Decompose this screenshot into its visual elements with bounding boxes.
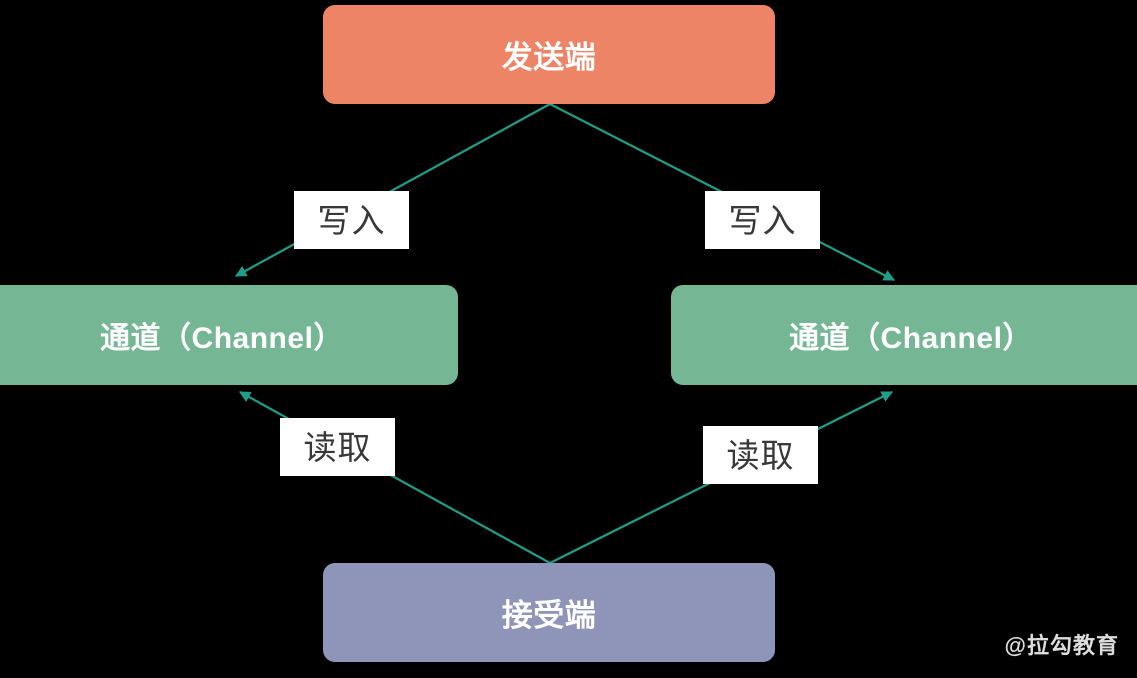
edge-label-write-left: 写入 [294,191,409,249]
node-sender-label: 发送端 [501,40,597,75]
watermark: @拉勾教育 [1004,633,1119,658]
edge-sender-to-channel-left [234,103,551,277]
edge-label-read-right-text: 读取 [726,436,795,474]
edge-label-read-right: 读取 [703,426,818,484]
edge-label-read-left: 读取 [280,418,395,476]
edge-label-write-left-text: 写入 [317,201,386,239]
node-sender[interactable]: 发送端 [323,5,775,104]
node-receiver[interactable]: 接受端 [323,563,775,662]
node-channel-right-label: 通道（Channel） [789,322,1033,355]
node-channel-left-label: 通道（Channel） [100,322,344,355]
node-receiver-label: 接受端 [501,598,597,633]
edge-label-write-right-text: 写入 [728,201,797,239]
edge-label-write-right: 写入 [705,191,820,249]
node-channel-left[interactable]: 通道（Channel） [0,285,458,385]
edge-label-read-left-text: 读取 [303,428,372,466]
node-channel-right[interactable]: 通道（Channel） [671,285,1137,385]
